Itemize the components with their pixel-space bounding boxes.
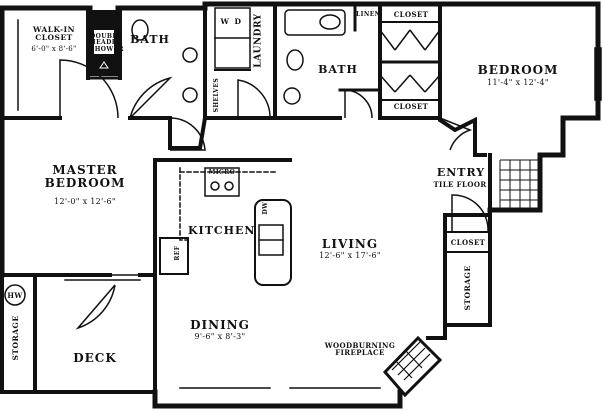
- sink-master-2: [182, 87, 198, 103]
- wall-top-left: [0, 5, 93, 121]
- ref-label: REF: [173, 245, 181, 261]
- door-entry-closet: [451, 194, 489, 233]
- wall-bottom: [152, 389, 403, 409]
- double-headed-shower-label: DOUBLE HEADED SHOWER: [90, 33, 124, 53]
- toilet-master: [131, 19, 149, 41]
- wall-right-lower: [426, 323, 447, 340]
- fireplace-label: WOODBURNING FIREPLACE: [324, 341, 396, 358]
- burner-2: [224, 181, 234, 191]
- wall-bedroom-bottom: [378, 116, 487, 157]
- deck-name: DECK: [73, 351, 117, 365]
- closet-mid-name: CLOSET: [393, 102, 429, 111]
- storage-left-name: STORAGE: [11, 315, 21, 361]
- door-master-bedroom: [169, 117, 206, 151]
- bathtub: [284, 9, 346, 36]
- closet-bifold-mid: [379, 74, 441, 93]
- door-laundry: [237, 79, 271, 119]
- dw-label: DW: [261, 201, 269, 215]
- master-bath-name: BATH: [130, 33, 170, 46]
- bath2-name: BATH: [318, 63, 358, 76]
- closet-top-name: CLOSET: [393, 10, 429, 19]
- door-bath2: [344, 89, 373, 119]
- hw-label: HW: [7, 291, 23, 300]
- shelves-name: SHELVES: [212, 77, 220, 113]
- linen-name: LINEN: [356, 11, 381, 18]
- living-dims: 12'-6" x 17'-6": [319, 251, 381, 260]
- wall-kitchen: [153, 158, 207, 277]
- entry-floor-label: TILE FLOOR: [433, 180, 487, 189]
- walk-in-closet-name: WALK-IN CLOSET: [33, 25, 75, 42]
- closet-bifold-top: [379, 29, 441, 51]
- burner-1: [210, 181, 220, 191]
- water-heater: [4, 284, 26, 306]
- door-deck: [75, 284, 116, 330]
- master-bedroom-dims: 12'-0" x 12'-6": [54, 197, 116, 206]
- fireplace-shape: [382, 335, 443, 398]
- door-bedroom: [439, 117, 473, 151]
- entry-name: ENTRY: [436, 166, 486, 179]
- dining-dims: 9'-6" x 8'-3": [194, 332, 246, 341]
- bedroom-name: BEDROOM: [477, 63, 559, 77]
- washer-label: W: [220, 17, 230, 26]
- micro-label: MICRO: [208, 169, 236, 176]
- wall-top-mid: [115, 1, 388, 11]
- wall-right-storage: [443, 213, 492, 327]
- sink-bath2: [283, 87, 301, 105]
- kitchen-name: KITCHEN: [188, 224, 256, 237]
- tile-floor: [499, 159, 541, 210]
- sink-master-1: [182, 47, 198, 63]
- master-bedroom-name: MASTER BEDROOM: [44, 163, 126, 190]
- walk-in-closet-dims: 6'-0" x 8'-6": [31, 45, 77, 53]
- dining-name: DINING: [190, 318, 250, 332]
- storage-right-name: STORAGE: [463, 265, 473, 311]
- closet-entry-name: CLOSET: [450, 238, 486, 247]
- door-master-bath: [129, 76, 173, 119]
- living-name: LIVING: [321, 237, 379, 251]
- toilet-bath2: [286, 49, 304, 71]
- dryer-label: D: [234, 17, 242, 26]
- bedroom-dims: 11'-4" x 12'-4": [487, 78, 549, 87]
- laundry-name: LAUNDRY: [253, 13, 264, 68]
